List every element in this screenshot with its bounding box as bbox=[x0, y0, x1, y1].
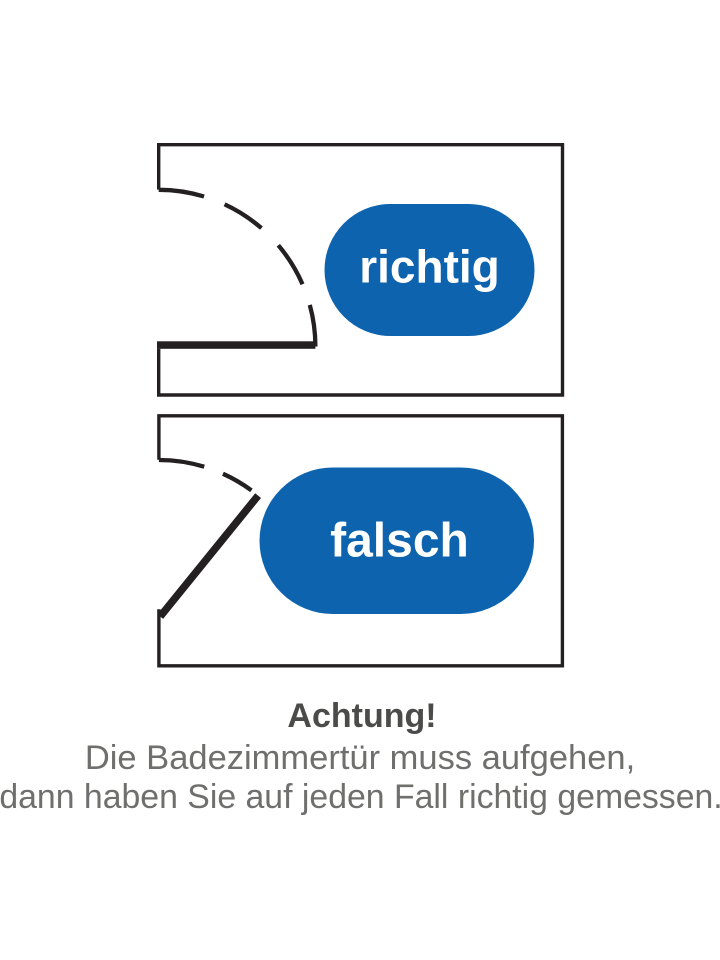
svg-text:richtig: richtig bbox=[359, 241, 500, 293]
svg-text:falsch: falsch bbox=[330, 515, 469, 568]
svg-text:Achtung!: Achtung! bbox=[287, 697, 436, 735]
svg-text:Die Badezimmertür muss aufgehe: Die Badezimmertür muss aufgehen, bbox=[85, 739, 635, 777]
svg-text:dann haben Sie auf jeden Fall: dann haben Sie auf jeden Fall richtig ge… bbox=[0, 778, 720, 816]
